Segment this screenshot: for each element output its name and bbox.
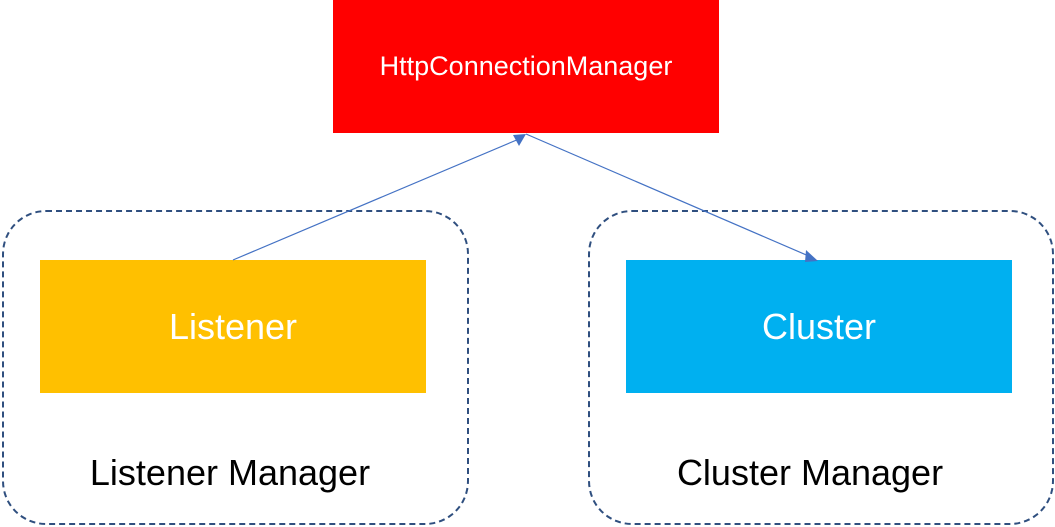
- listener-manager-label: Listener Manager: [89, 452, 371, 493]
- listener-node: Listener: [40, 260, 426, 393]
- listener-label: Listener: [168, 305, 298, 347]
- http-connection-manager-node: HttpConnectionManager: [333, 0, 719, 133]
- arrowhead-to-hcm: [513, 134, 526, 146]
- cluster-label: Cluster: [761, 305, 877, 347]
- http-connection-manager-label: HttpConnectionManager: [379, 51, 673, 81]
- cluster-node: Cluster: [626, 260, 1012, 393]
- cluster-manager-group: [588, 210, 1054, 525]
- cluster-manager-label: Cluster Manager: [676, 452, 944, 493]
